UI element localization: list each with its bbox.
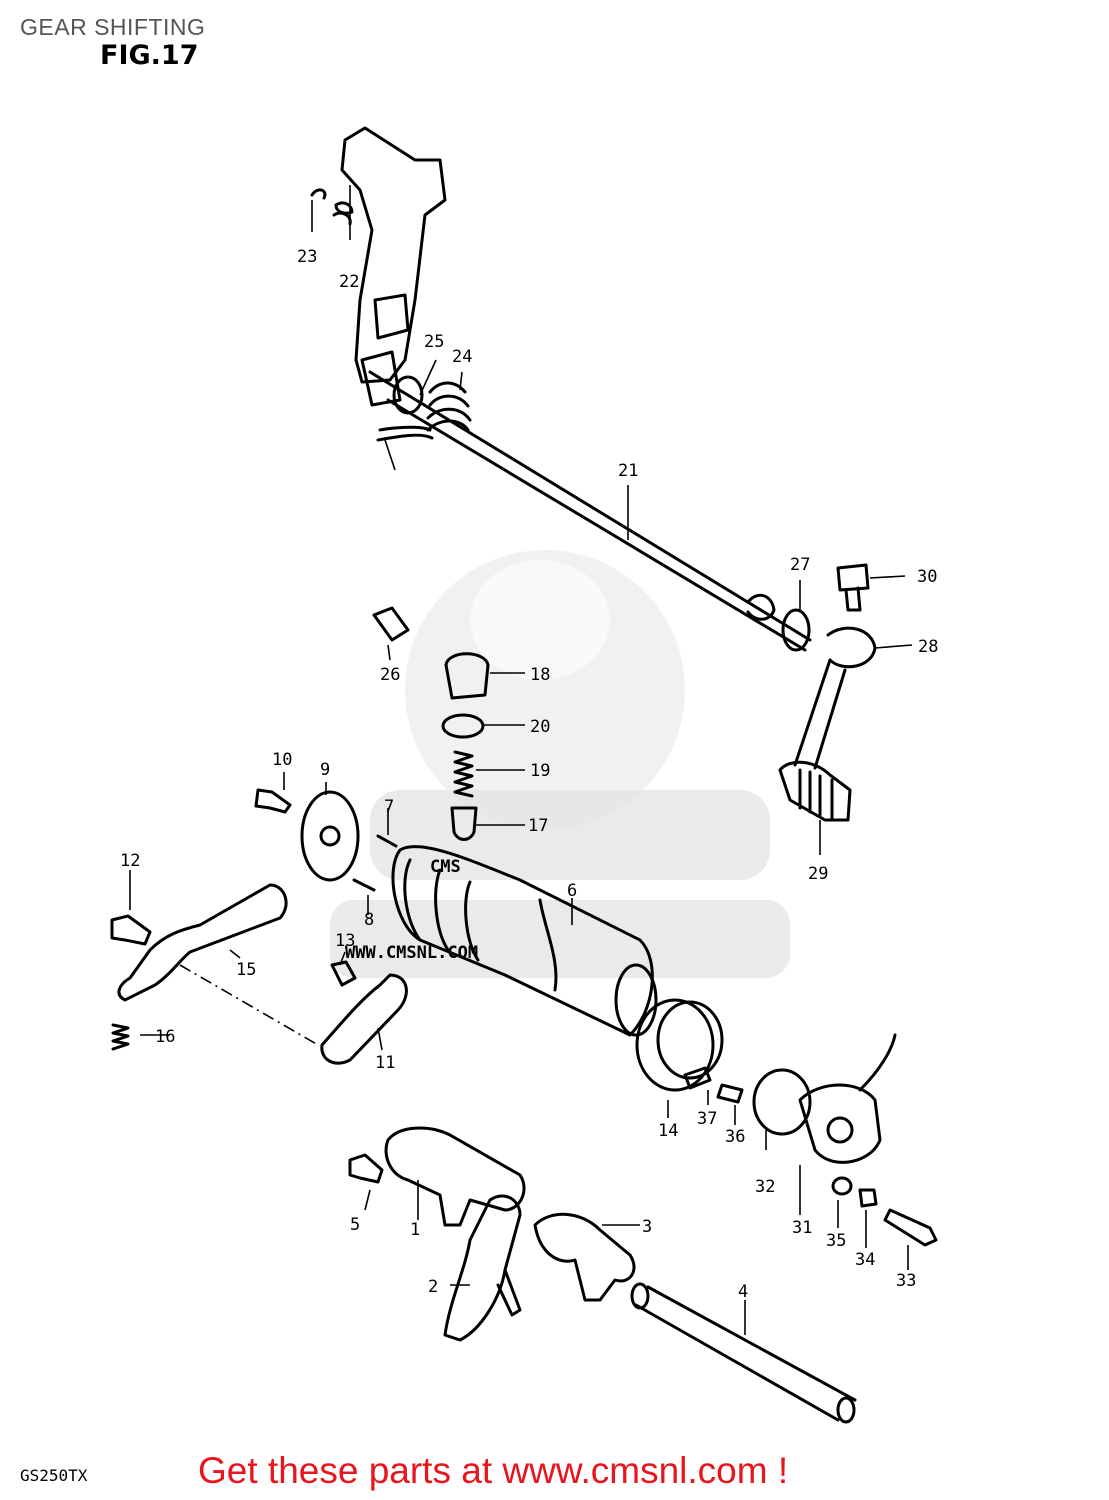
part-nut-34[interactable] <box>858 1188 878 1208</box>
callout-32: 32 <box>755 1177 775 1197</box>
part-fork-shaft-4[interactable] <box>630 1282 857 1424</box>
callout-21: 21 <box>618 461 638 481</box>
assembly-line <box>179 964 319 1046</box>
part-bolt-12[interactable] <box>110 914 152 946</box>
callout-30: 30 <box>917 567 937 587</box>
callout-7: 7 <box>384 797 394 817</box>
callout-12: 12 <box>120 851 140 871</box>
part-fork-3[interactable] <box>533 1212 636 1302</box>
part-bolt-5[interactable] <box>348 1153 384 1184</box>
callout-8: 8 <box>364 910 374 930</box>
part-pins[interactable] <box>352 834 398 892</box>
page-title: GEAR SHIFTING <box>20 14 206 40</box>
callout-2: 2 <box>428 1277 438 1297</box>
part-washer-20[interactable] <box>441 713 485 739</box>
callout-15: 15 <box>236 960 256 980</box>
callout-35: 35 <box>826 1231 846 1251</box>
part-fork-2[interactable] <box>443 1194 522 1342</box>
callout-20: 20 <box>530 717 550 737</box>
part-fork-1[interactable] <box>384 1126 526 1227</box>
part-shift-arm[interactable] <box>778 626 877 822</box>
callout-22: 22 <box>339 272 359 292</box>
callout-23: 23 <box>297 247 317 267</box>
part-shift-drum[interactable] <box>391 845 658 1037</box>
part-spring-19[interactable] <box>453 750 474 798</box>
callout-13: 13 <box>335 931 355 951</box>
callout-29: 29 <box>808 864 828 884</box>
callout-37: 37 <box>697 1109 717 1129</box>
callout-26: 26 <box>380 665 400 685</box>
part-shaft-spring[interactable] <box>392 375 472 432</box>
part-plug-18[interactable] <box>444 652 490 700</box>
part-arm-15[interactable] <box>117 883 288 1002</box>
part-washer-35[interactable] <box>831 1176 853 1196</box>
callout-16: 16 <box>155 1027 175 1047</box>
callout-6: 6 <box>567 881 577 901</box>
part-pin-36[interactable] <box>716 1083 744 1104</box>
callout-3: 3 <box>642 1217 652 1237</box>
watermark-logo: CMS <box>430 857 461 877</box>
part-oring-32[interactable] <box>752 1068 812 1136</box>
callout-9: 9 <box>320 760 330 780</box>
callout-36: 36 <box>725 1127 745 1147</box>
callout-33: 33 <box>896 1271 916 1291</box>
part-bolt-10[interactable] <box>254 788 292 814</box>
callout-10: 10 <box>272 750 292 770</box>
leader-lines <box>129 185 913 1335</box>
part-neutral-switch-31[interactable] <box>798 1033 897 1164</box>
callout-4: 4 <box>738 1282 748 1302</box>
callout-34: 34 <box>855 1250 875 1270</box>
exploded-parts-diagram: CMS WWW.CMSNL.COM <box>110 126 938 1424</box>
callout-5: 5 <box>350 1215 360 1235</box>
part-stopper-11[interactable] <box>320 973 408 1065</box>
part-oil-seal[interactable] <box>746 593 811 652</box>
part-cam-plate-9[interactable] <box>300 790 360 882</box>
callout-28: 28 <box>918 637 938 657</box>
watermark-url: WWW.CMSNL.COM <box>345 943 478 963</box>
part-pin-37[interactable] <box>683 1066 712 1090</box>
callout-19: 19 <box>530 761 550 781</box>
callout-18: 18 <box>530 665 550 685</box>
part-bearing-14[interactable] <box>635 998 724 1092</box>
callout-17: 17 <box>528 816 548 836</box>
get-parts-link[interactable]: Get these parts at www.cmsnl.com ! <box>198 1450 789 1491</box>
callout-24: 24 <box>452 347 472 367</box>
part-bolt-30[interactable] <box>836 563 870 612</box>
callout-11: 11 <box>375 1053 395 1073</box>
callout-14: 14 <box>658 1121 678 1141</box>
watermark: CMS WWW.CMSNL.COM <box>330 550 790 978</box>
callout-31: 31 <box>792 1218 812 1238</box>
callout-27: 27 <box>790 555 810 575</box>
callout-1: 1 <box>410 1220 420 1240</box>
callout-25: 25 <box>424 332 444 352</box>
part-plunger-17[interactable] <box>450 806 478 841</box>
figure-number: FIG.17 <box>100 40 199 71</box>
part-switch-26[interactable] <box>372 606 410 642</box>
part-screw-33[interactable] <box>883 1208 938 1247</box>
callout-labels: 1 2 3 4 5 6 7 8 9 10 11 12 13 14 15 16 1… <box>120 247 938 1302</box>
part-spring-22-23[interactable] <box>310 188 354 226</box>
model-code: GS250TX <box>20 1466 88 1485</box>
part-spring-16[interactable] <box>111 1023 130 1051</box>
